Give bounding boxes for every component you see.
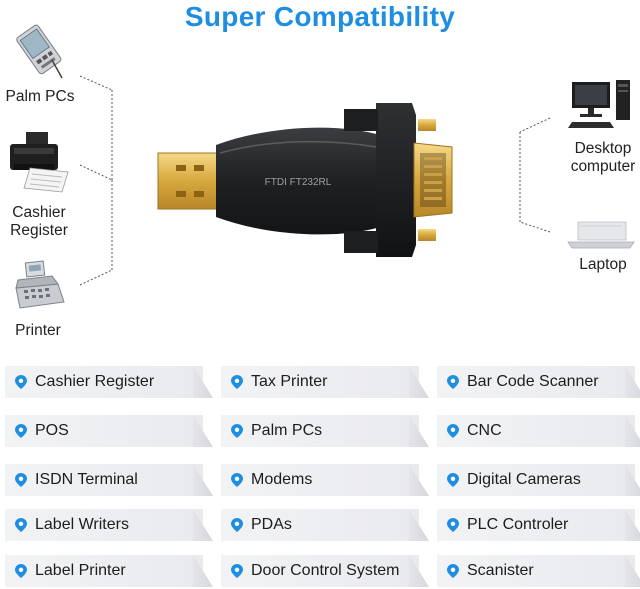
- compatibility-tag-label: Scanister: [467, 562, 534, 579]
- compatibility-tag: Cashier Register: [5, 366, 213, 398]
- location-pin-icon: [447, 375, 459, 389]
- location-pin-icon: [231, 564, 243, 578]
- compatibility-tag-label: PDAs: [251, 516, 292, 533]
- tag-shadow: [625, 415, 640, 447]
- tag-shadow: [193, 555, 213, 587]
- location-pin-icon: [447, 473, 459, 487]
- tag-shadow: [409, 464, 429, 496]
- compatibility-tag: Tax Printer: [221, 366, 429, 398]
- compatibility-tag: Label Printer: [5, 555, 213, 587]
- location-pin-icon: [231, 518, 243, 532]
- chip-text: FTDI FT232RL: [265, 177, 332, 188]
- compatibility-tag-label: Palm PCs: [251, 422, 323, 439]
- palm-pc-device: Palm PCs: [0, 18, 80, 108]
- compatibility-tag: Label Writers: [5, 509, 213, 541]
- page-title: Super Compatibility: [184, 1, 456, 32]
- tag-shadow: [193, 464, 213, 496]
- compatibility-tag: PDAs: [221, 509, 429, 541]
- compatibility-tag: Digital Cameras: [437, 464, 640, 496]
- compatibility-tag-label: Label Printer: [35, 562, 126, 579]
- compatibility-tag-label: Modems: [251, 471, 313, 488]
- compatibility-tag-label: Cashier Register: [35, 373, 155, 390]
- tag-shadow: [409, 366, 429, 398]
- compatibility-tag-label: PLC Controler: [467, 516, 569, 533]
- location-pin-icon: [231, 473, 243, 487]
- compatibility-tag-label: ISDN Terminal: [35, 471, 138, 488]
- tag-shadow: [625, 555, 640, 587]
- pda-icon: [16, 24, 63, 79]
- tag-shadow: [409, 415, 429, 447]
- tag-shadow: [193, 366, 213, 398]
- compatibility-tag-label: CNC: [467, 422, 502, 439]
- laptop-label: Laptop: [579, 256, 627, 273]
- tag-shadow: [193, 415, 213, 447]
- left-connector-lines: [79, 75, 113, 286]
- compatibility-tag-label: Tax Printer: [251, 373, 328, 390]
- receipt-printer-icon: [10, 132, 69, 193]
- palm-pc-label: Palm PCs: [5, 88, 75, 105]
- compatibility-tag: CNC: [437, 415, 640, 447]
- printer-device: Printer: [0, 258, 80, 348]
- tag-shadow: [409, 509, 429, 541]
- usb-to-db9-adapter-image: FTDI FT232RL: [157, 103, 453, 257]
- compatibility-tag: PLC Controler: [437, 509, 640, 541]
- desktop-computer-device: Desktop computer: [560, 76, 640, 186]
- tag-shadow: [625, 366, 640, 398]
- compatibility-tag-label: Door Control System: [251, 562, 400, 579]
- location-pin-icon: [15, 564, 27, 578]
- location-pin-icon: [447, 518, 459, 532]
- location-pin-icon: [447, 424, 459, 438]
- compatibility-tag: POS: [5, 415, 213, 447]
- location-pin-icon: [447, 564, 459, 578]
- laptop-icon: [567, 221, 635, 249]
- desktop-label-line1: Desktop: [574, 140, 632, 157]
- right-connector-lines: [519, 117, 551, 233]
- desktop-label-line2: computer: [570, 158, 636, 175]
- compatibility-tag-label: Bar Code Scanner: [467, 373, 599, 390]
- tag-shadow: [193, 509, 213, 541]
- location-pin-icon: [15, 424, 27, 438]
- compatibility-tag: ISDN Terminal: [5, 464, 213, 496]
- printer-label: Printer: [15, 322, 61, 339]
- compatibility-tag-label: Digital Cameras: [467, 471, 581, 488]
- compatibility-tag: Door Control System: [221, 555, 429, 587]
- cashier-label-line1: Cashier: [12, 204, 66, 221]
- compatibility-tag: Scanister: [437, 555, 640, 587]
- location-pin-icon: [15, 375, 27, 389]
- cashier-label-line2: Register: [10, 222, 68, 239]
- compatibility-tag-label: POS: [35, 422, 69, 439]
- compatibility-tag-label: Label Writers: [35, 516, 129, 533]
- compatibility-tag: Palm PCs: [221, 415, 429, 447]
- compatibility-tag: Modems: [221, 464, 429, 496]
- location-pin-icon: [231, 424, 243, 438]
- location-pin-icon: [15, 518, 27, 532]
- laptop-device: Laptop: [560, 212, 640, 282]
- location-pin-icon: [15, 473, 27, 487]
- tag-shadow: [625, 464, 640, 496]
- tag-shadow: [625, 509, 640, 541]
- tag-shadow: [409, 555, 429, 587]
- cashier-register-device: Cashier Register: [0, 128, 80, 243]
- desktop-computer-icon: [568, 80, 630, 128]
- cash-register-icon: [15, 260, 65, 309]
- compatibility-tag: Bar Code Scanner: [437, 366, 640, 398]
- location-pin-icon: [231, 375, 243, 389]
